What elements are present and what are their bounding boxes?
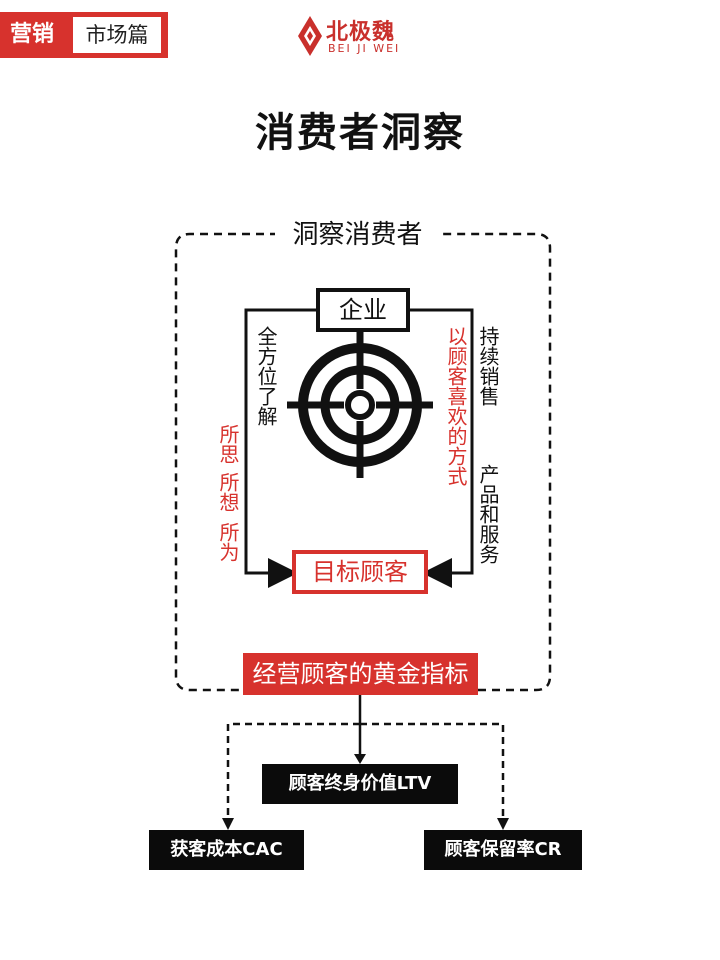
label-full-understand: 全方位了解	[254, 326, 278, 426]
dashed-frame	[174, 232, 552, 692]
right-connector	[410, 308, 474, 588]
diamond-logo-icon	[298, 16, 322, 56]
target-customer-node: 目标顾客	[292, 550, 428, 594]
page-title: 消费者洞察	[255, 110, 465, 156]
label-sustain-sales: 持续销售	[476, 326, 500, 406]
logo-subtext: BEI JI WEI	[328, 42, 401, 55]
cr-node: 顾客保留率CR	[424, 830, 582, 870]
dashed-branch-left	[226, 722, 360, 826]
enterprise-node: 企业	[316, 288, 410, 332]
target-icon	[287, 332, 433, 478]
label-products: 产品和服务	[476, 464, 500, 564]
category-tag-left: 营销	[10, 22, 55, 47]
category-tag-right: 市场篇	[73, 17, 161, 53]
golden-metrics-node: 经营顾客的黄金指标	[243, 653, 478, 695]
label-think: 所思	[216, 424, 240, 464]
dashed-branch-right	[360, 722, 505, 826]
logo-text: 北极魏	[326, 20, 396, 45]
label-do: 所为	[216, 522, 240, 562]
label-want: 所想	[216, 472, 240, 512]
cac-node: 获客成本CAC	[149, 830, 304, 870]
category-tag: 营销 市场篇	[0, 12, 168, 58]
brand-logo: 北极魏 BEI JI WEI	[296, 14, 414, 60]
label-customer-way: 以顾客喜欢的方式	[444, 326, 468, 486]
frame-title: 洞察消费者	[275, 214, 440, 251]
left-connector	[244, 308, 316, 588]
ltv-node: 顾客终身价值LTV	[262, 764, 458, 804]
